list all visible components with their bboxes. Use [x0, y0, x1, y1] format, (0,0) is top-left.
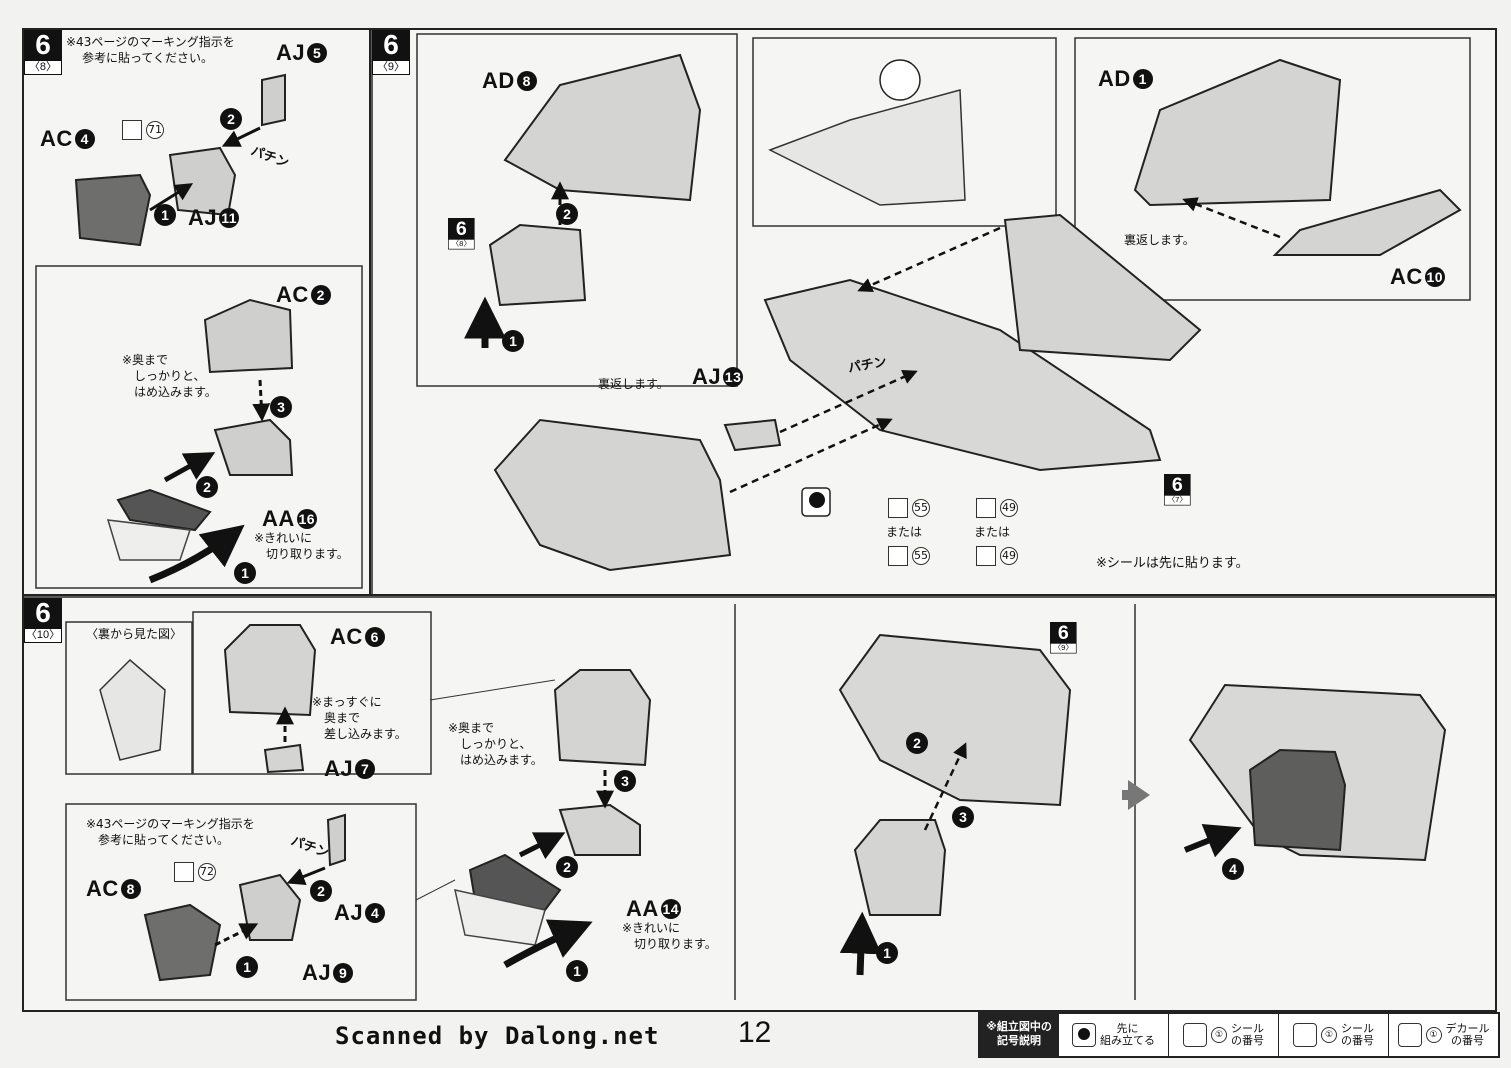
decal-number-a: 55: [912, 547, 930, 565]
step-marker-3d: 3: [614, 770, 636, 792]
decal-number-b: 49: [1000, 547, 1018, 565]
step-marker-1: 1: [154, 204, 176, 226]
seal-number-b: 49: [1000, 499, 1018, 517]
step-marker-1b: 1: [234, 562, 256, 584]
step-marker-4: 4: [1222, 858, 1244, 880]
part-ad1-shape: [1133, 58, 1342, 207]
step-marker-1e: 1: [236, 956, 258, 978]
seal-number: 71: [146, 121, 164, 139]
flip-note-2: 裏返します。: [1124, 233, 1195, 247]
panel-step-6-8: [22, 28, 373, 598]
part-ac2-shape: [203, 298, 294, 374]
seal-icon: [1293, 1023, 1317, 1047]
part-aa16-shape: [213, 418, 294, 476]
cut-note-8: ※きれいに 切り取ります。: [254, 531, 349, 561]
part-aa14-shape: [558, 803, 641, 856]
part-aj5-shape: [261, 73, 286, 127]
marking-note-10: ※43ページのマーキング指示を 参考に貼ってください。: [86, 817, 255, 847]
part-aj9-shape: [238, 873, 302, 941]
legend-head: ※組立図中の 記号説明: [980, 1014, 1058, 1056]
scan-credit: Scanned by Dalong.net: [335, 1022, 660, 1050]
seal-icon: [976, 498, 996, 518]
step-6-8-badge: 6 〈8〉: [24, 30, 62, 75]
fuselage-shape: [763, 278, 1162, 472]
or-text-a: または: [886, 525, 923, 539]
step-marker-1d: 1: [566, 960, 588, 982]
legend-item-first-assemble: 先に組み立てる: [1058, 1014, 1168, 1056]
seal-icon: [122, 120, 142, 140]
step-number: 6: [24, 30, 62, 60]
step-marker-1f: 1: [876, 942, 898, 964]
page-number: 12: [738, 1016, 772, 1049]
step-marker-2f: 2: [906, 732, 928, 754]
straight-note: ※まっすぐに 奥まで 差し込みます。: [312, 695, 407, 741]
seal-number-a: 55: [912, 499, 930, 517]
step-sub-number: 〈8〉: [24, 60, 62, 75]
press-note-10: ※奥まで しっかりと、 はめ込みます。: [448, 721, 543, 767]
back-view-caption: 〈裏から見た図〉: [86, 627, 183, 641]
step-marker-1c: 1: [502, 330, 524, 352]
step-marker-2d: 2: [556, 856, 578, 878]
first-assemble-icon: [1072, 1023, 1096, 1047]
symbol-legend: ※組立図中の 記号説明 先に組み立てる ① シールの番号 ① シールの番号 ① …: [978, 1012, 1500, 1058]
step-marker-2c: 2: [556, 203, 578, 225]
step-marker-3: 3: [270, 396, 292, 418]
part-ac6-shape: [223, 624, 317, 717]
seal-first-note: ※シールは先に貼ります。: [1096, 556, 1249, 571]
part-ac4-shape: [74, 173, 152, 247]
part-ac8-shape: [143, 903, 222, 982]
legend-item-decal: ① デカールの番号: [1388, 1014, 1498, 1056]
ref-step-6-7: 6 〈7〉: [1164, 474, 1191, 506]
legend-item-seal: ① シールの番号: [1168, 1014, 1278, 1056]
cut-note-10: ※きれいに 切り取ります。: [622, 921, 717, 951]
decal-icon: [888, 546, 908, 566]
flip-note-1: 裏返します。: [598, 377, 669, 391]
step-6-10-badge: 6 〈10〉: [24, 597, 62, 643]
part-side-shape: [493, 418, 732, 572]
step-6-9-badge: 6 〈9〉: [372, 30, 410, 75]
legend-item-seal-alt: ① シールの番号: [1278, 1014, 1388, 1056]
decal-icon: [1397, 1023, 1422, 1047]
seal-icon: [888, 498, 908, 518]
step-marker-2b: 2: [196, 476, 218, 498]
step-marker-2: 2: [220, 108, 242, 130]
part-aj4-shape: [326, 813, 346, 867]
marking-note-8: ※43ページのマーキング指示を 参考に貼ってください。: [66, 35, 235, 65]
assembly-step-a-shape: [838, 633, 1072, 807]
decal-icon: [976, 546, 996, 566]
press-note-8: ※奥まで しっかりと、 はめ込みます。: [122, 353, 217, 399]
part-ac10-shape: [1272, 188, 1462, 256]
seal-number-10: 72: [198, 863, 216, 881]
step-marker-3f: 3: [952, 806, 974, 828]
ref-step-6-9: 6 〈9〉: [1050, 622, 1077, 654]
seal-icon: [1183, 1023, 1207, 1047]
or-text-b: または: [974, 525, 1011, 539]
step-marker-2e: 2: [310, 880, 332, 902]
inner-step-6-8: 6 〈8〉: [448, 218, 475, 250]
seal-icon: [174, 862, 194, 882]
